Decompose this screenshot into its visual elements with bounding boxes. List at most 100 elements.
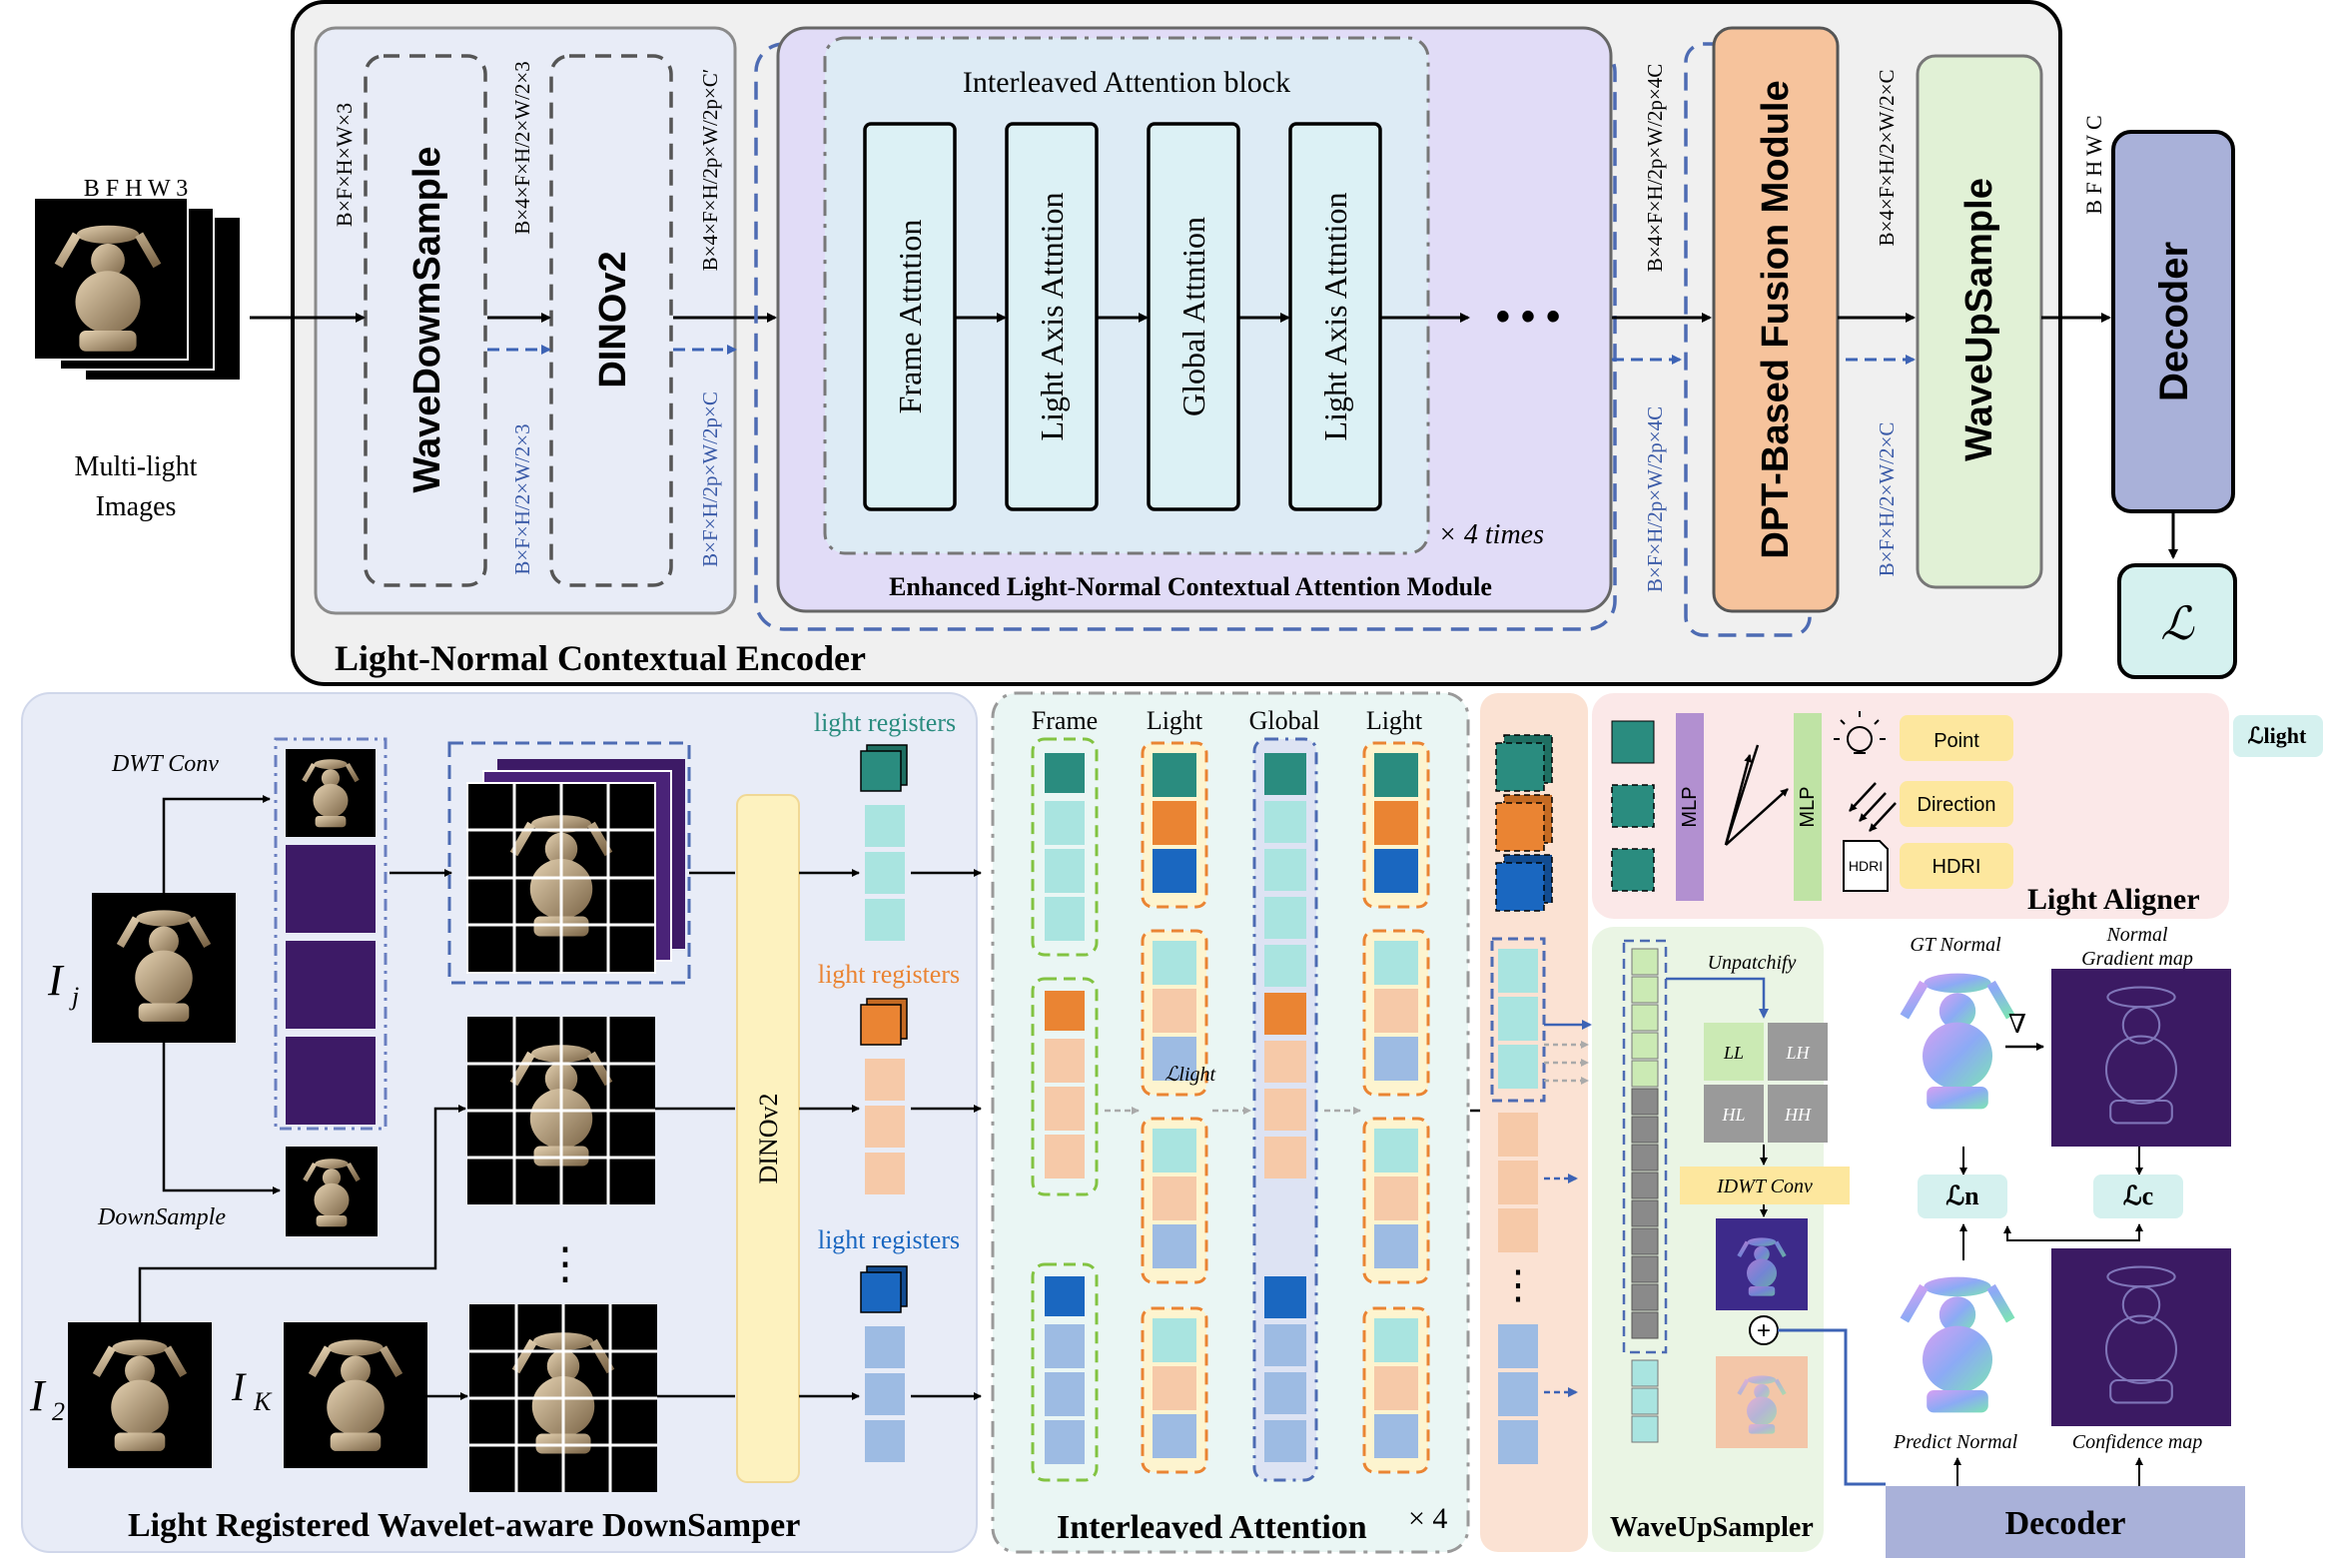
option-hdri bbox=[1900, 843, 2013, 889]
dino-bar bbox=[736, 794, 800, 1483]
light-column-1 bbox=[1141, 741, 1208, 1474]
image-ik bbox=[284, 1322, 427, 1468]
ij-label: I bbox=[47, 956, 65, 1005]
direction-icon bbox=[1849, 782, 1897, 832]
interleaved-panel bbox=[991, 691, 1470, 1554]
token-seq-frame bbox=[1622, 939, 1668, 1354]
col-label-frame: Frame bbox=[1032, 706, 1098, 735]
vdots: ⋮ bbox=[543, 1239, 587, 1288]
nabla-label: ∇ bbox=[2008, 1010, 2026, 1039]
times-label: × 4 times bbox=[1438, 519, 1544, 550]
mlp-bar-2 bbox=[1794, 713, 1822, 901]
encoder-title: Light-Normal Contextual Encoder bbox=[335, 638, 866, 678]
option-point-label: Point bbox=[1934, 730, 1979, 752]
loss-n-box bbox=[1918, 1175, 2007, 1218]
register-column-orange bbox=[860, 998, 908, 1194]
light-column-2 bbox=[1362, 741, 1430, 1474]
aligner-loss-label: ℒlight bbox=[2248, 723, 2307, 748]
image-i2 bbox=[68, 1322, 212, 1468]
col-label-global: Global bbox=[1249, 706, 1320, 735]
predict-normal-label: Predict Normal bbox=[1893, 1431, 2018, 1453]
dino-bar-label: DINOv2 bbox=[754, 1094, 783, 1184]
input-caption-1: Multi-light bbox=[75, 451, 198, 482]
frame-column bbox=[1031, 737, 1099, 1482]
block-label-3: Global Attntion bbox=[1175, 217, 1211, 416]
input-shape-label: B F H W 3 bbox=[84, 176, 188, 202]
ij-subscript: j bbox=[69, 982, 79, 1011]
gradient-map-image bbox=[2051, 969, 2231, 1147]
registers-label-blue: light registers bbox=[818, 1225, 960, 1254]
loss-n-label: ℒn bbox=[1945, 1181, 1979, 1210]
idwt-output-image bbox=[1716, 1218, 1808, 1310]
dpt-fusion-box bbox=[1712, 26, 1840, 613]
svg-text:LH: LH bbox=[1785, 1043, 1810, 1063]
output-token-column bbox=[1490, 734, 1553, 1464]
svg-text:HDRI: HDRI bbox=[1849, 858, 1883, 874]
dino-label: DINOv2 bbox=[592, 251, 634, 388]
gradient-map-label-2: Gradient map bbox=[2081, 948, 2193, 970]
dwt-stack-frame bbox=[274, 737, 388, 1131]
unpatchify-label: Unpatchify bbox=[1708, 952, 1797, 974]
waveupsampler-title: WaveUpSampler bbox=[1610, 1512, 1814, 1543]
attention-block-title: Interleaved Attention block bbox=[963, 66, 1290, 99]
attention-sub-blocks: Frame Attntion Light Axis Attntion Globa… bbox=[863, 122, 1382, 511]
confidence-map-label: Confidence map bbox=[2072, 1431, 2203, 1453]
mlp-bar-1 bbox=[1676, 713, 1704, 901]
wave-down-box bbox=[364, 54, 487, 587]
downsample-label: DownSample bbox=[97, 1204, 226, 1230]
gt-normal-image bbox=[1905, 974, 2010, 1110]
attention-block bbox=[823, 36, 1430, 555]
col-label-light-1: Light bbox=[1147, 706, 1203, 735]
bulb-icon bbox=[1834, 711, 1886, 754]
loss-light-mid: ℒlight bbox=[1164, 1064, 1216, 1086]
option-direction bbox=[1900, 781, 2013, 827]
token-vdots: ⋮ bbox=[1498, 1262, 1538, 1307]
residual-image bbox=[1716, 1356, 1808, 1448]
patch-stack-frame bbox=[447, 741, 691, 985]
option-point bbox=[1900, 715, 2013, 761]
mlp-label-1: MLP bbox=[1679, 786, 1701, 827]
option-hdri-label: HDRI bbox=[1933, 856, 1981, 878]
shape-b-blue: B×F×H/2×W/2×3 bbox=[510, 423, 534, 574]
light-aligner-title: Light Aligner bbox=[2027, 883, 2200, 916]
shape-a: B×F×H×W×3 bbox=[332, 103, 357, 227]
vector-icon bbox=[1724, 744, 1789, 846]
global-column bbox=[1252, 737, 1318, 1482]
svg-text:+: + bbox=[1757, 1317, 1771, 1344]
idwt-box bbox=[1680, 1167, 1850, 1204]
shape-e: B×4×F×H/2×W/2×C bbox=[1875, 69, 1899, 246]
wave-up-box bbox=[1916, 54, 2043, 589]
loss-label: ℒ bbox=[2160, 598, 2194, 649]
multi-light-image-stack bbox=[33, 197, 240, 380]
loss-box bbox=[2117, 563, 2237, 679]
hdri-icon: HDRI bbox=[1843, 840, 1889, 892]
wave-down-label: WaveDowmSample bbox=[406, 146, 448, 492]
aligner-loss-box bbox=[2233, 715, 2323, 757]
patch-grid-3 bbox=[469, 1304, 657, 1492]
dwt-subbands bbox=[286, 749, 376, 1125]
image-ij bbox=[92, 893, 236, 1043]
register-column-blue bbox=[860, 1265, 908, 1462]
predict-normal-image bbox=[1905, 1277, 2010, 1413]
token-sequence bbox=[1631, 948, 1659, 1443]
wave-up-label: WaveUpSample bbox=[1958, 178, 2000, 461]
wavelet-bands: LL LH HL HH bbox=[1704, 1023, 1828, 1143]
idwt-label: IDWT Conv bbox=[1716, 1176, 1813, 1197]
block-label-1: Frame Attntion bbox=[892, 220, 928, 414]
svg-text:HL: HL bbox=[1721, 1105, 1745, 1125]
i2-label: I bbox=[29, 1371, 47, 1420]
dpt-label: DPT-Based Fusion Module bbox=[1755, 80, 1797, 558]
shape-f: B F H W C bbox=[2081, 115, 2106, 214]
registers-label-orange: light registers bbox=[818, 960, 960, 989]
shape-d-blue: B×F×H/2p×W/2p×4C bbox=[1643, 406, 1667, 592]
decoder-label: Decoder bbox=[2152, 242, 2196, 401]
shape-c-blue: B×F×H/2p×W/2p×C bbox=[698, 392, 722, 567]
loss-c-box bbox=[2093, 1175, 2183, 1218]
plus-icon: + bbox=[1749, 1315, 1779, 1345]
svg-text:HH: HH bbox=[1784, 1105, 1812, 1125]
interleaved-times: × 4 bbox=[1408, 1502, 1447, 1535]
ik-subscript: K bbox=[253, 1387, 273, 1416]
option-direction-label: Direction bbox=[1918, 794, 1996, 816]
input-caption-2: Images bbox=[96, 491, 177, 522]
